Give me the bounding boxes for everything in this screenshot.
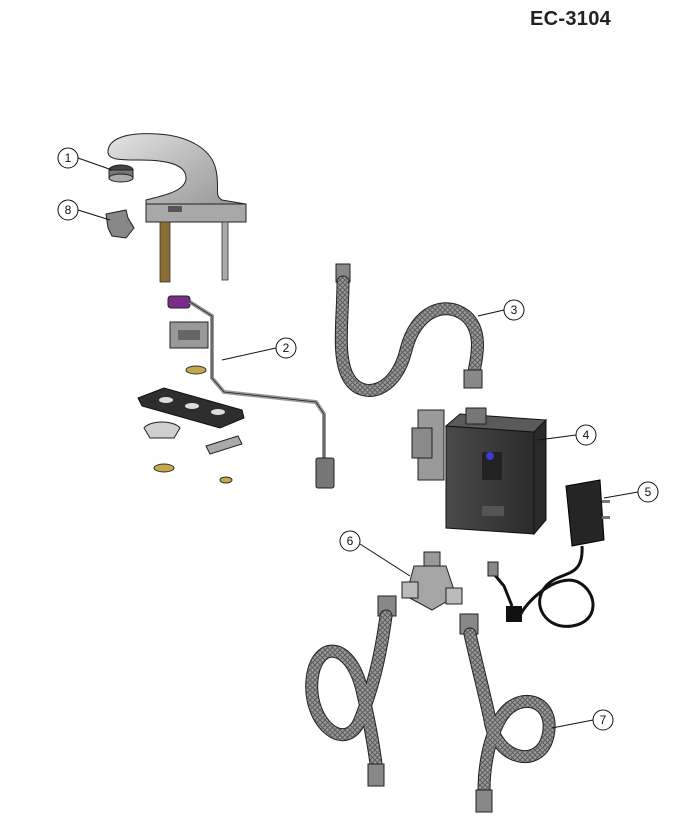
brass-shank [159,221,171,283]
control-module-part [411,407,548,536]
aerator-part [108,164,134,183]
callout-6: 6 [339,530,361,552]
supply-hose-part [334,263,484,397]
callout-5: 5 [637,481,659,503]
sensor-eye [167,295,191,309]
callout-1-label: 1 [65,151,72,165]
callout-2: 2 [275,337,297,359]
power-adapter-part [487,479,610,628]
supply-hoses-part [305,595,556,813]
callout-5-label: 5 [645,485,652,499]
callout-3-label: 3 [511,303,518,317]
callout-6-label: 6 [347,534,354,548]
callout-8-label: 8 [65,203,72,217]
callout-4-label: 4 [583,428,590,442]
mixing-tee-part [401,551,463,611]
callout-8: 8 [57,199,79,221]
faucet-body [107,133,247,283]
model-number: EC-3104 [530,8,612,30]
callout-3: 3 [503,299,525,321]
sensor-cable-assembly-part [137,295,335,489]
leader-lines [77,157,639,729]
callout-7-label: 7 [600,713,607,727]
callout-1: 1 [57,147,79,169]
callout-7: 7 [592,709,614,731]
callout-4: 4 [575,424,597,446]
callout-2-label: 2 [283,341,290,355]
gasket-plate-part [105,209,135,239]
